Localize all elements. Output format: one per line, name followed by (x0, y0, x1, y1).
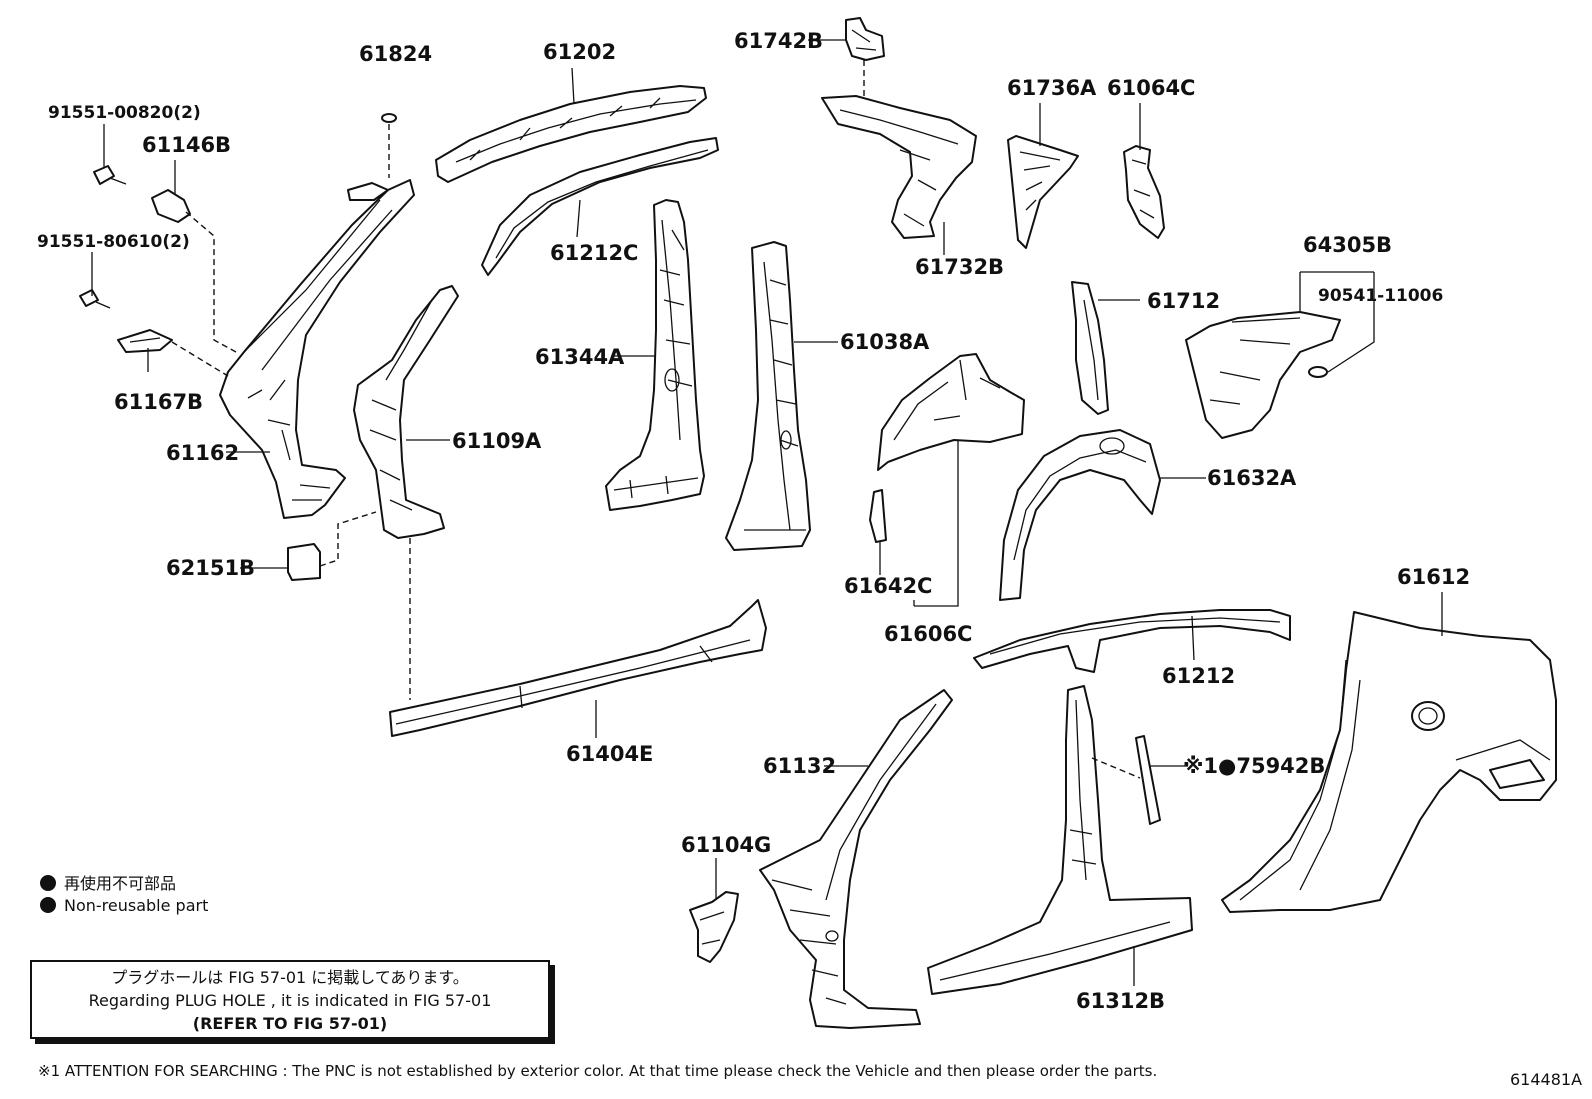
label-61312B: 61312B (1076, 989, 1165, 1013)
label-61212: 61212 (1162, 664, 1235, 688)
label-61344A: 61344A (535, 345, 625, 369)
note-line-en: Regarding PLUG HOLE , it is indicated in… (88, 991, 492, 1010)
label-64305B: 64305B (1303, 233, 1392, 257)
legend-row-en: Non-reusable part (40, 896, 208, 915)
label-90541-11006: 90541-11006 (1318, 286, 1443, 306)
legend-jp-text: 再使用不可部品 (64, 874, 177, 893)
label-61742B: 61742B (734, 29, 823, 53)
label-61736A: 61736A (1007, 76, 1097, 100)
label-61212C: 61212C (550, 241, 638, 265)
part-61736A-shape (1007, 135, 1079, 249)
part-91551-00820-shape (93, 165, 127, 185)
part-61612-shape (1221, 611, 1557, 913)
part-61742B-shape (845, 17, 885, 61)
part-62151B-shape (287, 543, 321, 581)
part-61132-shape (759, 689, 953, 1029)
part-61344A-shape (605, 199, 705, 511)
part-61064C-shape (1123, 145, 1165, 239)
label-61167B: 61167B (114, 390, 203, 414)
legend-row-jp: 再使用不可部品 (40, 870, 176, 894)
part-61212C-shape (481, 137, 719, 276)
label-61824: 61824 (359, 42, 432, 66)
part-61109A-shape (353, 285, 459, 539)
part-61732B-shape (821, 95, 977, 239)
part-61312B-shape (927, 685, 1193, 995)
plug-hole-note: プラグホールは FIG 57-01 に掲載してあります。 Regarding P… (30, 960, 550, 1039)
part-91551-80610-shape (79, 289, 111, 309)
label-91551-80610: 91551-80610(2) (37, 232, 190, 252)
dashed-assembly-lines (171, 60, 1141, 779)
part-61167B-shape (117, 329, 173, 353)
part-61632A-shape (999, 429, 1161, 601)
bullet-icon (40, 897, 56, 913)
part-64305B-shape (1185, 311, 1341, 439)
label-61202: 61202 (543, 40, 616, 64)
part-labels: 61824 61202 61742B 91551-00820(2) 61146B… (37, 29, 1470, 1013)
note-line-jp: プラグホールは FIG 57-01 に掲載してあります。 (111, 968, 469, 987)
label-61612: 61612 (1397, 565, 1470, 589)
bullet-icon (40, 875, 56, 891)
part-61212-shape (973, 609, 1291, 673)
label-91551-00820: 91551-00820(2) (48, 103, 201, 123)
legend-en-text: Non-reusable part (64, 896, 209, 915)
part-61202-shape (435, 85, 707, 183)
label-61606C: 61606C (884, 622, 972, 646)
label-61109A: 61109A (452, 429, 542, 453)
part-61606C-shape (877, 353, 1025, 471)
part-61038A-shape (725, 241, 811, 551)
part-61404E-shape (389, 599, 767, 737)
label-61104G: 61104G (681, 833, 771, 857)
label-61146B: 61146B (142, 133, 231, 157)
label-61732B: 61732B (915, 255, 1004, 279)
label-61038A: 61038A (840, 330, 930, 354)
label-61642C: 61642C (844, 574, 932, 598)
part-75942B-shape (1135, 735, 1161, 825)
figure-number: 614481A (1510, 1070, 1583, 1089)
label-61132: 61132 (763, 754, 836, 778)
part-61642C-shape (869, 489, 887, 543)
part-61104G-shape (689, 891, 739, 963)
part-61162-shape (219, 179, 415, 519)
part-61824-shape (381, 113, 397, 123)
note-line-refer: (REFER TO FIG 57-01) (192, 1014, 388, 1033)
label-61632A: 61632A (1207, 466, 1297, 490)
label-61404E: 61404E (566, 742, 653, 766)
part-61712-shape (1071, 281, 1109, 415)
label-61712: 61712 (1147, 289, 1220, 313)
label-75942B: ※1●75942B (1183, 754, 1325, 778)
label-61064C: 61064C (1107, 76, 1195, 100)
leader-lines (91, 39, 1443, 986)
label-62151B: 62151B (166, 556, 255, 580)
part-61146B-shape (151, 189, 191, 223)
label-61162: 61162 (166, 441, 239, 465)
search-attention-footer: ※1 ATTENTION FOR SEARCHING : The PNC is … (38, 1062, 1158, 1080)
